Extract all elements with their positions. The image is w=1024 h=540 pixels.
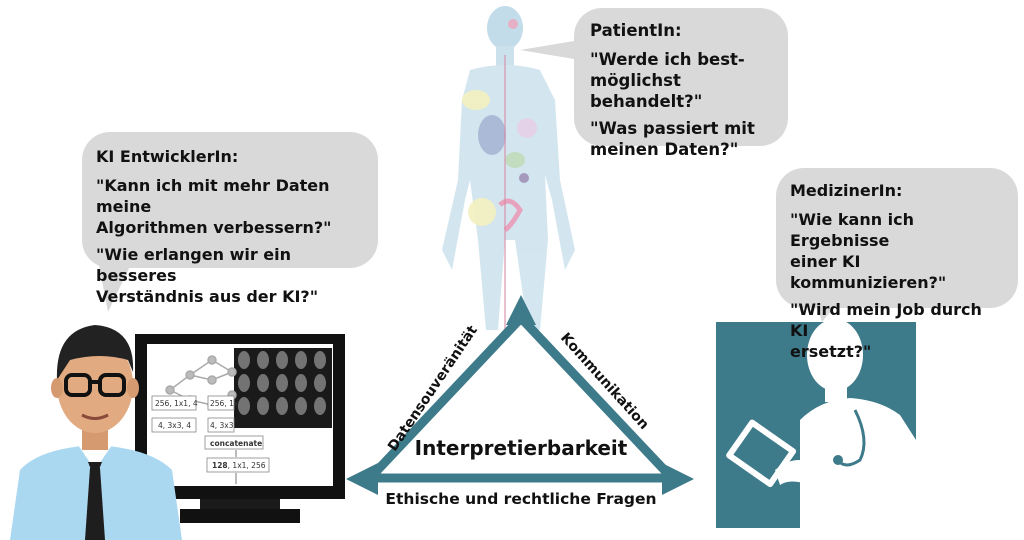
patient-question-2: "Was passiert mit meinen Daten?" — [590, 119, 755, 159]
physician-role: MedizinerIn: — [790, 181, 903, 200]
arrowhead-top — [506, 295, 536, 325]
arrowhead-left — [346, 463, 378, 495]
net-box-1: 256, 1x1, 4 — [155, 399, 198, 408]
developer-question-1: "Kann ich mit mehr Daten meine Algorithm… — [96, 176, 332, 237]
network-boxes: 256, 1x1, 4 4, 3x3, 4 256, 1x 4, 3x3 con… — [151, 395, 270, 484]
bubble-tail-patient — [520, 40, 580, 60]
physician-question-1: "Wie kann ich Ergebnisse einer KI kommun… — [790, 210, 947, 292]
center-label-interpretierbarkeit: Interpretierbarkeit — [415, 436, 628, 460]
physician-panel — [716, 319, 916, 528]
net-out: 128, 1x1, 256 — [212, 461, 266, 470]
edge-label-datensouveraenitaet: Datensouveränität — [385, 323, 481, 455]
patient-body-illustration — [442, 6, 575, 330]
arrowhead-right — [662, 463, 694, 495]
developer-person — [10, 325, 182, 540]
developer-question-2: "Wie erlangen wir ein besseres Verständn… — [96, 245, 319, 306]
bubble-tail-developer — [98, 260, 132, 312]
speech-bubble-physician: MedizinerIn: "Wie kann ich Ergebnisse ei… — [776, 168, 1018, 361]
relationship-triangle — [367, 313, 675, 483]
developer-role: KI EntwicklerIn: — [96, 147, 239, 166]
patient-role: PatientIn: — [590, 21, 682, 40]
edge-label-kommunikation: Kommunikation — [557, 330, 652, 433]
net-box-3: 256, 1x — [210, 399, 239, 408]
mri-image-grid — [234, 348, 332, 428]
patient-question-1: "Werde ich best- möglichst behandelt?" — [590, 50, 745, 111]
physician-question-2: "Wird mein Job durch KI ersetzt?" — [790, 300, 982, 361]
net-box-2: 4, 3x3, 4 — [158, 421, 191, 430]
speech-bubble-developer: KI EntwicklerIn: "Kann ich mit mehr Date… — [82, 132, 378, 306]
edge-label-ethik: Ethische und rechtliche Fragen — [385, 490, 656, 508]
speech-bubble-patient: PatientIn: "Werde ich best- möglichst be… — [574, 8, 788, 159]
net-concat: concatenate — [210, 439, 262, 448]
net-box-4: 4, 3x3 — [210, 421, 234, 430]
